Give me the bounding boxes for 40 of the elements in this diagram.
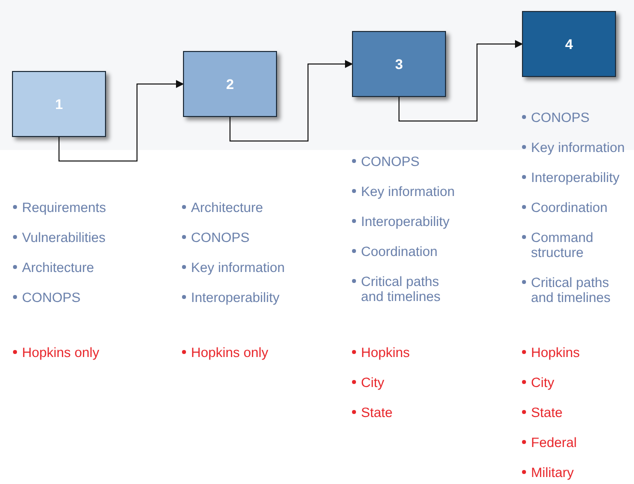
list-item: Hopkins [531,345,580,360]
list-item: Key information [191,260,285,275]
connector-arrow [58,80,184,162]
list-item: Hopkins only [191,345,268,360]
step-number: 2 [226,76,234,92]
list-item: CONOPS [531,110,590,125]
list-item: Key information [531,140,625,155]
list-item: Interoperability [531,170,620,185]
list-item: Military [531,465,574,480]
list-item: Critical paths and timelines [531,275,611,305]
step-box [183,51,277,117]
connector-arrow [398,40,523,122]
connector-arrow [230,60,353,142]
list-item: City [531,375,554,390]
list-item: CONOPS [22,290,81,305]
list-item: Interoperability [361,214,450,229]
list-item: Hopkins [361,345,410,360]
list-item: Vulnerabilities [22,230,106,245]
list-item: Coordination [531,200,608,215]
list-item: State [531,405,563,420]
step-number: 3 [395,56,403,72]
list-item: Architecture [22,260,94,275]
step-box [12,71,106,137]
list-item: Architecture [191,200,264,215]
list-item: Interoperability [191,290,280,305]
step-box [522,11,616,77]
list-item: Requirements [22,200,106,215]
list-item: Hopkins only [22,345,100,360]
step-number: 4 [565,36,573,52]
list-item: CONOPS [361,154,420,169]
list-item: City [361,375,384,390]
list-item: Critical paths and timelines [361,274,441,304]
list-item: Key information [361,184,455,199]
list-item: Command structure [531,230,594,260]
list-item: Coordination [361,244,438,259]
list-item: CONOPS [191,230,250,245]
list-item: Federal [531,435,577,450]
step-box [352,31,446,97]
list-item: State [361,405,393,420]
step-number: 1 [55,96,63,112]
